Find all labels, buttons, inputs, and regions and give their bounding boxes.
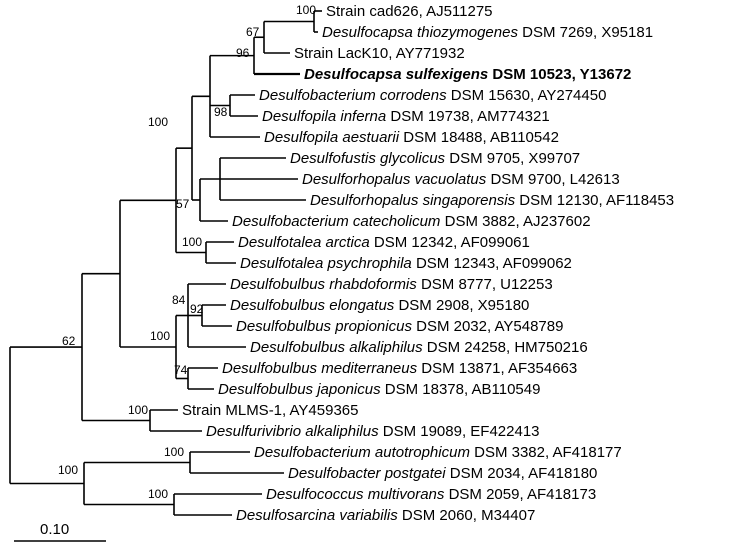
- leaf-accession: DSM 13871, AF354663: [417, 360, 577, 377]
- support-values: 100 67 96 98 57 100 100 84 92 74 100 62 100 100 100 100: [58, 3, 316, 501]
- leaf-genus: Desulfosarcina variabilis: [236, 507, 398, 524]
- leaf-accession: DSM 15630, AY274450: [447, 87, 607, 104]
- support-value-bs-62: 62: [62, 334, 76, 348]
- leaf-label-catecholicum: Desulfobacterium catecholicum DSM 3882, …: [232, 213, 591, 230]
- support-value-bs-desulfobulbus: 100: [150, 329, 170, 343]
- leaf-label-elongatus: Desulfobulbus elongatus DSM 2908, X95180: [230, 297, 529, 314]
- support-value-bs-desulfotalea: 100: [182, 235, 202, 249]
- leaf-accession: DSM 12130, AF118453: [515, 192, 674, 209]
- leaf-label-autotrophicum: Desulfobacterium autotrophicum DSM 3382,…: [254, 444, 622, 461]
- leaf-accession: Strain LacK10, AY771932: [294, 45, 465, 62]
- leaf-label-cad626: Strain cad626, AJ511275: [326, 3, 493, 20]
- support-value-bs-upper: 100: [148, 115, 168, 129]
- leaf-genus: Desulfobulbus mediterraneus: [222, 360, 418, 377]
- support-value-bs-96: 96: [236, 46, 250, 60]
- leaf-genus: Desulforhopalus singaporensis: [310, 192, 516, 209]
- leaf-label-mlms1: Strain MLMS-1, AY459365: [182, 402, 358, 419]
- leaf-label-arctica: Desulfotalea arctica DSM 12342, AF099061: [238, 234, 530, 251]
- scale-bar: 0.10: [14, 521, 106, 542]
- support-value-bs-67: 67: [246, 25, 260, 39]
- leaf-genus: Desulfobulbus propionicus: [236, 318, 412, 335]
- leaf-genus: Desulfotalea psychrophila: [240, 255, 412, 272]
- leaf-genus: Desulfobulbus elongatus: [230, 297, 395, 314]
- leaf-accession: DSM 2060, M34407: [398, 507, 536, 524]
- leaf-genus: Desulfobacterium autotrophicum: [254, 444, 470, 461]
- leaf-genus: Desulfococcus multivorans: [266, 486, 445, 503]
- leaf-genus: Desulfobulbus japonicus: [218, 381, 381, 398]
- support-value-bs-98: 98: [214, 105, 228, 119]
- leaf-accession: DSM 8777, U12253: [417, 276, 553, 293]
- leaf-label-variabilis: Desulfosarcina variabilis DSM 2060, M344…: [236, 507, 535, 524]
- leaf-genus: Desulfocapsa sulfexigens: [304, 66, 488, 83]
- leaf-genus: Desulfotalea arctica: [238, 234, 370, 251]
- leaf-label-propionicus: Desulfobulbus propionicus DSM 2032, AY54…: [236, 318, 563, 335]
- leaf-accession: DSM 24258, HM750216: [423, 339, 588, 356]
- leaf-label-vacuolatus: Desulforhopalus vacuolatus DSM 9700, L42…: [302, 171, 620, 188]
- leaf-genus: Desulfopila aestuarii: [264, 129, 400, 146]
- leaf-label-mediterraneus: Desulfobulbus mediterraneus DSM 13871, A…: [222, 360, 577, 377]
- leaf-accession: DSM 2908, X95180: [394, 297, 529, 314]
- leaf-accession: DSM 19738, AM774321: [386, 108, 549, 125]
- support-value-bs-outgroup: 100: [58, 463, 78, 477]
- leaf-genus: Desulfobulbus alkaliphilus: [250, 339, 423, 356]
- leaf-accession: DSM 7269, X95181: [518, 24, 653, 41]
- leaf-label-lack10: Strain LacK10, AY771932: [294, 45, 465, 62]
- leaf-label-singaporensis: Desulforhopalus singaporensis DSM 12130,…: [310, 192, 674, 209]
- leaf-accession: DSM 3382, AF418177: [470, 444, 622, 461]
- leaf-accession: DSM 9705, X99707: [445, 150, 580, 167]
- leaf-genus: Desulfobacterium corrodens: [259, 87, 447, 104]
- support-value-bs-desulfococcus: 100: [148, 487, 168, 501]
- support-value-bs-92: 92: [190, 302, 204, 316]
- support-value-bs-cad626: 100: [296, 3, 316, 17]
- support-value-bs-desulfobacter: 100: [164, 445, 184, 459]
- leaf-genus: Desulfopila inferna: [262, 108, 386, 125]
- leaf-genus: Desulfofustis glycolicus: [290, 150, 446, 167]
- leaf-label-corrodens: Desulfobacterium corrodens DSM 15630, AY…: [259, 87, 606, 104]
- leaf-accession: DSM 9700, L42613: [486, 171, 619, 188]
- support-value-bs-57: 57: [176, 197, 190, 211]
- leaf-label-desulfurivibrio: Desulfurivibrio alkaliphilus DSM 19089, …: [206, 423, 540, 440]
- leaf-accession: Strain MLMS-1, AY459365: [182, 402, 358, 419]
- leaf-accession: DSM 12342, AF099061: [370, 234, 530, 251]
- leaf-accession: DSM 2032, AY548789: [412, 318, 564, 335]
- leaf-accession: DSM 2034, AF418180: [446, 465, 598, 482]
- leaf-label-multivorans: Desulfococcus multivorans DSM 2059, AF41…: [266, 486, 596, 503]
- leaf-label-sulfexigens: Desulfocapsa sulfexigens DSM 10523, Y136…: [304, 66, 631, 83]
- leaf-label-thiozymogenes: Desulfocapsa thiozymogenes DSM 7269, X95…: [322, 24, 653, 41]
- leaf-label-glycolicus: Desulfofustis glycolicus DSM 9705, X9970…: [290, 150, 580, 167]
- tree-branches: [9, 10, 322, 516]
- support-value-bs-74: 74: [174, 363, 188, 377]
- leaf-accession: DSM 10523, Y13672: [488, 66, 631, 83]
- leaf-accession: DSM 18378, AB110549: [381, 381, 541, 398]
- leaf-label-inferna: Desulfopila inferna DSM 19738, AM774321: [262, 108, 550, 125]
- leaf-accession: DSM 18488, AB110542: [399, 129, 559, 146]
- leaf-genus: Desulfobacterium catecholicum: [232, 213, 440, 230]
- leaf-genus: Desulfurivibrio alkaliphilus: [206, 423, 379, 440]
- scale-bar-label: 0.10: [40, 521, 69, 538]
- leaf-accession: Strain cad626, AJ511275: [326, 3, 493, 20]
- leaf-label-japonicus: Desulfobulbus japonicus DSM 18378, AB110…: [218, 381, 540, 398]
- support-value-bs-84: 84: [172, 293, 186, 307]
- leaf-accession: DSM 3882, AJ237602: [440, 213, 590, 230]
- leaf-genus: Desulforhopalus vacuolatus: [302, 171, 487, 188]
- leaf-accession: DSM 2059, AF418173: [444, 486, 596, 503]
- leaf-genus: Desulfobulbus rhabdoformis: [230, 276, 417, 293]
- leaf-label-rhabdoformis: Desulfobulbus rhabdoformis DSM 8777, U12…: [230, 276, 553, 293]
- support-value-bs-mlms: 100: [128, 403, 148, 417]
- leaf-accession: DSM 19089, EF422413: [379, 423, 540, 440]
- leaf-genus: Desulfocapsa thiozymogenes: [322, 24, 518, 41]
- leaf-genus: Desulfobacter postgatei: [288, 465, 446, 482]
- leaf-label-alkaliphilus: Desulfobulbus alkaliphilus DSM 24258, HM…: [250, 339, 588, 356]
- leaf-label-postgatei: Desulfobacter postgatei DSM 2034, AF4181…: [288, 465, 597, 482]
- leaf-accession: DSM 12343, AF099062: [412, 255, 572, 272]
- leaf-label-psychrophila: Desulfotalea psychrophila DSM 12343, AF0…: [240, 255, 572, 272]
- leaf-label-aestuarii: Desulfopila aestuarii DSM 18488, AB11054…: [264, 129, 559, 146]
